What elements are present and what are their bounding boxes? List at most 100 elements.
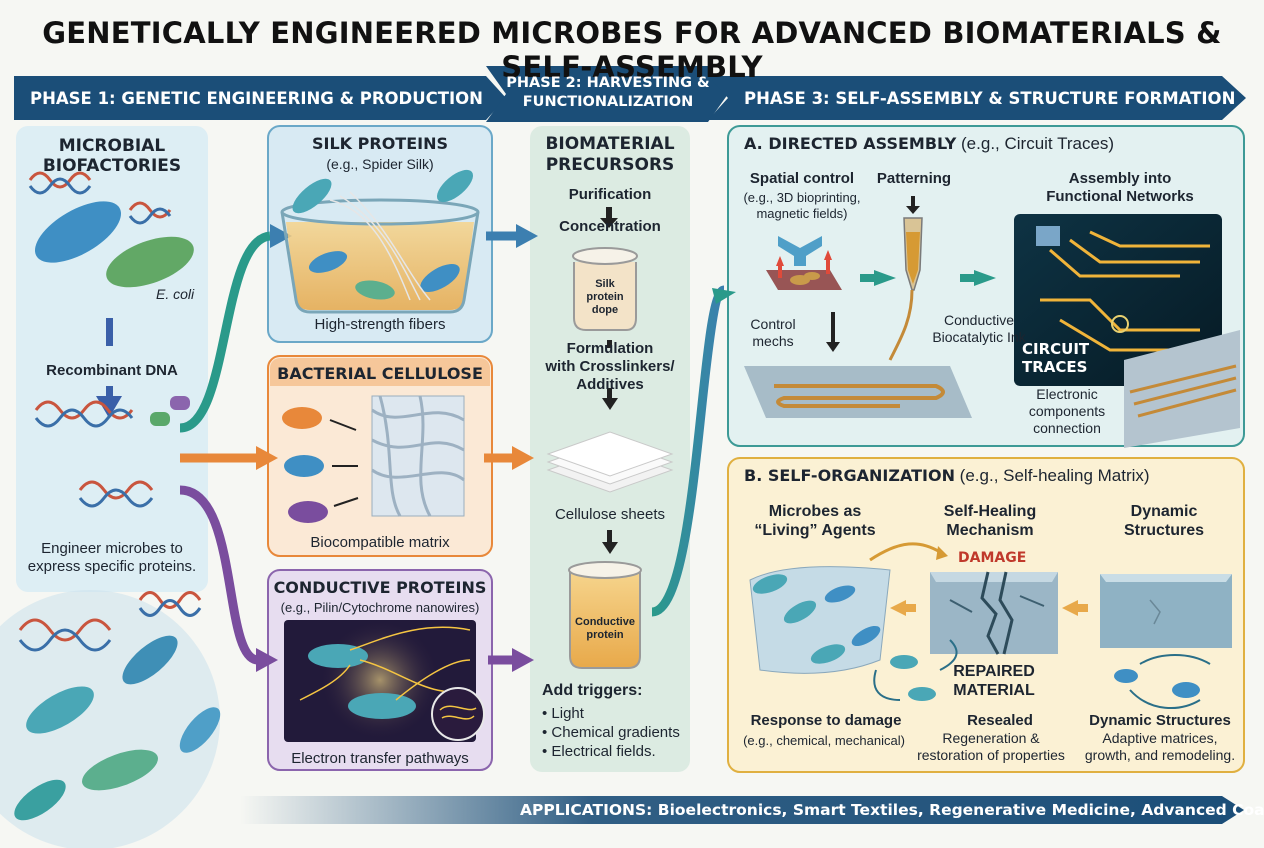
spatial-control-desc: (e.g., 3D bioprinting, magnetic fields) — [732, 190, 872, 222]
phase2-banner — [486, 66, 728, 122]
silk-dope-label-line3: dope — [591, 304, 619, 316]
cellulose-sheets-label: Cellulose sheets — [554, 506, 666, 523]
directed-title-rest: (e.g., Circuit Traces) — [956, 134, 1115, 153]
phase2-label-line1: PHASE 2: HARVESTING & — [506, 75, 710, 91]
patterning-label: Patterning — [876, 170, 952, 187]
precursors-title-line2: PRECURSORS — [545, 155, 675, 175]
biofactory-bacteria-art — [28, 171, 194, 508]
resealed-desc-line1: Regeneration & — [942, 730, 1040, 746]
spatial-control-title: Spatial control — [749, 170, 855, 187]
silk-title: SILK PROTEINS — [312, 134, 448, 153]
electronic-connection-line2: components — [1028, 403, 1106, 419]
phase1-label: PHASE 1: GENETIC ENGINEERING & PRODUCTIO… — [30, 89, 483, 108]
self-organization-art — [749, 542, 1232, 709]
microbe-cluster-art — [0, 590, 221, 848]
phase1-banner — [14, 76, 506, 120]
ink-label: Conductive Biocatalytic Ink — [916, 312, 1042, 346]
phase2-label-line2: FUNCTIONALIZATION — [522, 94, 694, 110]
resealed-desc-line2: restoration of properties — [917, 747, 1065, 763]
self-healing-line1: Self-Healing — [943, 503, 1037, 520]
dynamic-structures-heading: Dynamic Structures — [1094, 502, 1234, 540]
trigger-item: • Chemical gradients — [542, 724, 680, 741]
damage-label: DAMAGE — [958, 550, 1027, 566]
formulation-label-line2: with Crosslinkers/ — [545, 358, 675, 375]
silk-subtitle: (e.g., Spider Silk) — [326, 156, 434, 172]
control-mechs-label-line2: mechs — [752, 333, 794, 349]
electronic-connection-label: Electronic components connection — [1012, 386, 1122, 437]
directed-assembly-art — [744, 196, 1240, 448]
microbes-agents-line2: “Living” Agents — [754, 522, 876, 539]
circuit-traces-label: CIRCUIT TRACES — [1022, 340, 1089, 376]
repaired-material-line1: REPAIRED — [953, 663, 1035, 680]
concentration-label: Concentration — [559, 218, 661, 235]
formulation-label-line1: Formulation — [566, 340, 654, 357]
microbes-agents-label: Microbes as “Living” Agents — [740, 502, 890, 540]
microbes-agents-line1: Microbes as — [768, 503, 862, 520]
triggers-title: Add triggers: — [542, 682, 643, 699]
response-damage-sub: (e.g., chemical, mechanical) — [743, 733, 905, 748]
assembly-networks-label: Assembly into Functional Networks — [1020, 170, 1220, 206]
resealed-title: Resealed — [967, 712, 1033, 729]
precursors-title: BIOMATERIAL PRECURSORS — [530, 134, 690, 176]
cellulose-art — [282, 395, 465, 523]
purification-label: Purification — [568, 186, 652, 203]
ink-label-line1: Conductive — [943, 312, 1015, 328]
formulation-label-line3: Additives — [576, 376, 644, 393]
biofactories-title-line1: MICROBIAL — [58, 136, 166, 156]
cellulose-caption: Biocompatible matrix — [310, 534, 450, 551]
directed-title-bold: A. DIRECTED ASSEMBLY — [744, 134, 957, 153]
self-healing-line2: Mechanism — [946, 522, 1034, 539]
cellulose-title-bar — [270, 358, 490, 386]
assembly-networks-label-line2: Functional Networks — [1046, 188, 1194, 205]
repaired-material-line2: MATERIAL — [953, 682, 1035, 699]
conductive-protein-label-line2: protein — [586, 629, 624, 641]
selforg-title-bold: B. SELF-ORGANIZATION — [744, 466, 955, 485]
resealed-desc: Regeneration & restoration of properties — [906, 730, 1076, 764]
biofactories-panel — [16, 126, 208, 592]
selforg-title-rest: (e.g., Self-healing Matrix) — [954, 466, 1150, 485]
recombinant-dna-label: Recombinant DNA — [46, 362, 178, 379]
phase3-label: PHASE 3: SELF-ASSEMBLY & STRUCTURE FORMA… — [744, 89, 1236, 108]
dynamic-structures-desc-line1: Adaptive matrices, — [1102, 730, 1218, 746]
silk-caption: High-strength fibers — [314, 316, 446, 333]
ink-label-line2: Biocatalytic Ink — [932, 329, 1026, 345]
conductive-art — [284, 620, 485, 742]
biofactories-title-line2: BIOFACTORIES — [42, 156, 182, 176]
dynamic-structures-heading-line1: Dynamic — [1130, 503, 1198, 520]
ecoli-label: E. coli — [156, 286, 195, 302]
silk-dope-label-line1: Silk — [595, 278, 615, 290]
spatial-control-desc-line1: (e.g., 3D bioprinting, — [743, 190, 861, 205]
silk-dope-label-line2: protein — [586, 291, 624, 303]
repaired-material-label: REPAIRED MATERIAL — [936, 662, 1052, 700]
page-title: GENETICALLY ENGINEERED MICROBES FOR ADVA… — [42, 16, 1222, 84]
selforg-title: B. SELF-ORGANIZATION (e.g., Self-healing… — [744, 466, 1150, 486]
biofactories-caption-line1: Engineer microbes to — [41, 540, 183, 557]
trigger-item: • Light — [542, 705, 584, 722]
control-mechs-label: Control mechs — [738, 316, 808, 350]
formulation-label: Formulation with Crosslinkers/ Additives — [530, 340, 690, 394]
conductive-caption: Electron transfer pathways — [291, 750, 469, 767]
assembly-networks-label-line1: Assembly into — [1068, 170, 1172, 187]
response-damage-title: Response to damage — [750, 712, 902, 729]
applications-banner — [240, 796, 1244, 824]
circuit-traces-label-line2: TRACES — [1022, 358, 1088, 376]
conductive-protein-label: Conductive protein — [572, 616, 638, 642]
dynamic-structures-heading-line2: Structures — [1123, 522, 1205, 539]
silk-dope-label: Silk protein dope — [574, 278, 636, 317]
phase2-label: PHASE 2: HARVESTING & FUNCTIONALIZATION — [506, 74, 710, 112]
cellulose-title: BACTERIAL CELLULOSE — [277, 364, 483, 383]
biofactories-caption-line2: express specific proteins. — [27, 558, 197, 575]
triggers-list: • Light • Chemical gradients • Electrica… — [542, 704, 680, 761]
trigger-item: • Electrical fields. — [542, 743, 656, 760]
conductive-title: CONDUCTIVE PROTEINS — [273, 578, 487, 597]
control-mechs-label-line1: Control — [750, 316, 796, 332]
electronic-connection-line1: Electronic — [1036, 386, 1098, 402]
self-healing-label: Self-Healing Mechanism — [922, 502, 1058, 540]
dynamic-structures-desc: Adaptive matrices, growth, and remodelin… — [1080, 730, 1240, 764]
phase3-banner — [708, 76, 1246, 120]
silk-beaker-art — [280, 169, 480, 314]
biofactories-title: MICROBIAL BIOFACTORIES — [20, 136, 204, 176]
directed-title: A. DIRECTED ASSEMBLY (e.g., Circuit Trac… — [744, 134, 1114, 154]
precursors-title-line1: BIOMATERIAL — [545, 134, 675, 154]
